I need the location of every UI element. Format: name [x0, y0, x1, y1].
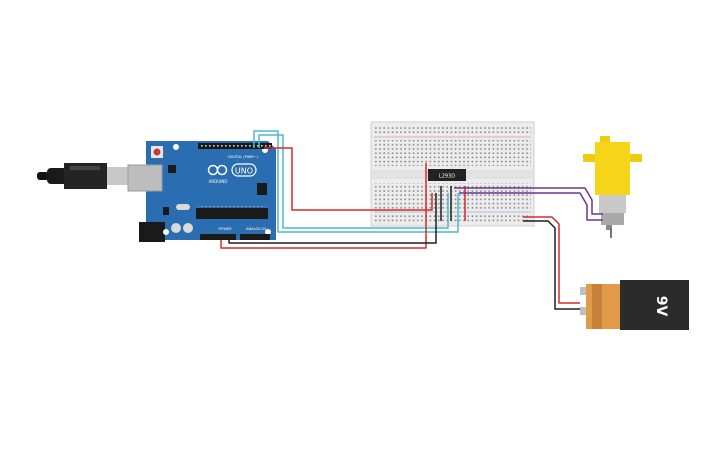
- power-label: POWER: [218, 227, 232, 231]
- wire-black-battery[interactable]: [523, 220, 580, 310]
- battery-9v[interactable]: 9V: [580, 280, 689, 330]
- arduino-uno-board[interactable]: UNO ARDUINO DIGITAL (PWM~) POWER ANALOG …: [127, 141, 276, 242]
- wire-red-signal[interactable]: [264, 147, 433, 211]
- usb-cable[interactable]: [37, 163, 131, 189]
- arduino-logo: [207, 163, 257, 177]
- analog-in-label: ANALOG IN: [246, 227, 266, 231]
- l293d-chip[interactable]: L293D: [428, 169, 466, 181]
- wire-purple-1[interactable]: [454, 187, 603, 215]
- battery-label: 9V: [653, 296, 669, 317]
- chip-label: L293D: [439, 174, 455, 180]
- digital-pwm-label: DIGITAL (PWM~): [228, 155, 258, 159]
- wire-cyan-1[interactable]: [253, 130, 459, 233]
- wire-black-gnd[interactable]: [228, 193, 437, 244]
- wires[interactable]: [220, 130, 603, 310]
- wire-red-5v[interactable]: [220, 163, 427, 249]
- wire-purple-2[interactable]: [459, 192, 603, 221]
- uno-label: UNO: [235, 167, 253, 176]
- breadboard[interactable]: [370, 121, 535, 227]
- arduino-brand-label: ARDUINO: [209, 179, 228, 184]
- dc-motor[interactable]: [583, 136, 642, 238]
- wire-red-battery[interactable]: [523, 216, 580, 304]
- wire-cyan-2[interactable]: [258, 134, 449, 229]
